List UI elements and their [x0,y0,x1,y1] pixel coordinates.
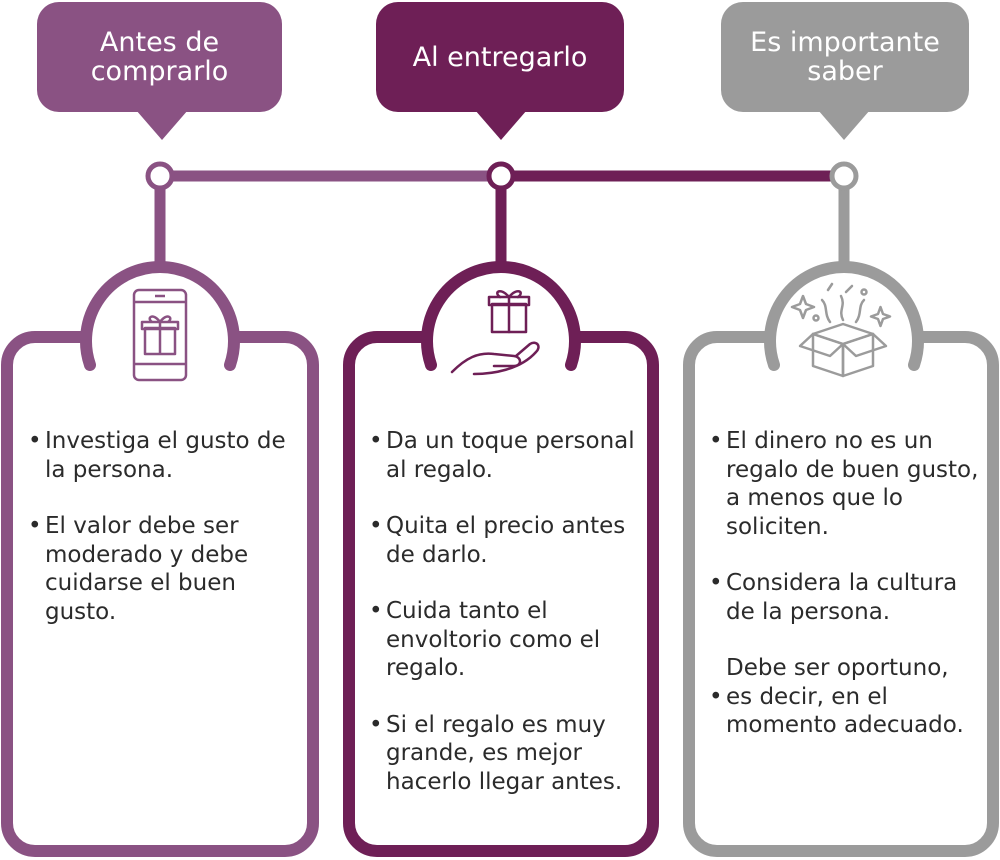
card-importante-list: El dinero no es un regalo de buen gusto,… [709,427,984,768]
timeline-node-middle [486,161,516,191]
list-item: Debe ser oportuno, [726,655,949,681]
gift-box-surprise-icon [790,282,892,378]
title-line: Es importante [750,27,940,58]
icon-circle-importante [764,261,924,414]
list-item: El valor debe ser moderado y debe cuidar… [28,512,298,626]
phone-gift-icon [132,288,188,382]
timeline-node-left [145,161,175,191]
bubble-importante [721,2,969,140]
list-item: Cuida tanto el envoltorio como el regalo… [369,597,639,683]
list-item: Investiga el gusto de la persona. [28,427,298,484]
list-item: Quita el precio antes de darlo. [369,512,639,569]
timeline-node-right [829,161,859,191]
title-al-entregarlo: Al entregarlo [376,2,624,112]
title-line: Antes de [99,27,220,58]
title-line: saber [807,56,883,87]
list-item: Da un toque personal al regalo. [369,427,639,484]
card-antes-list: Investiga el gusto de la persona. El val… [28,427,298,654]
list-item: El dinero no es un regalo de buen gusto,… [709,427,984,541]
title-line: comprarlo [90,56,229,87]
hand-gift-icon [450,290,540,376]
title-es-importante-saber: Es importante saber [721,2,969,112]
icon-circle-entregarlo [421,261,581,414]
bubble-entregarlo [376,2,624,140]
bubble-antes [37,2,282,140]
list-item: es decir, en el momento adecuado. [709,683,984,740]
title-line: Al entregarlo [412,41,588,73]
card-entregarlo-list: Da un toque personal al regalo. Quita el… [369,427,639,824]
title-antes-de-comprarlo: Antes de comprarlo [37,2,282,112]
list-item: Si el regalo es muy grande, es mejor hac… [369,711,639,797]
list-item: Considera la cultura de la persona. [709,569,984,626]
